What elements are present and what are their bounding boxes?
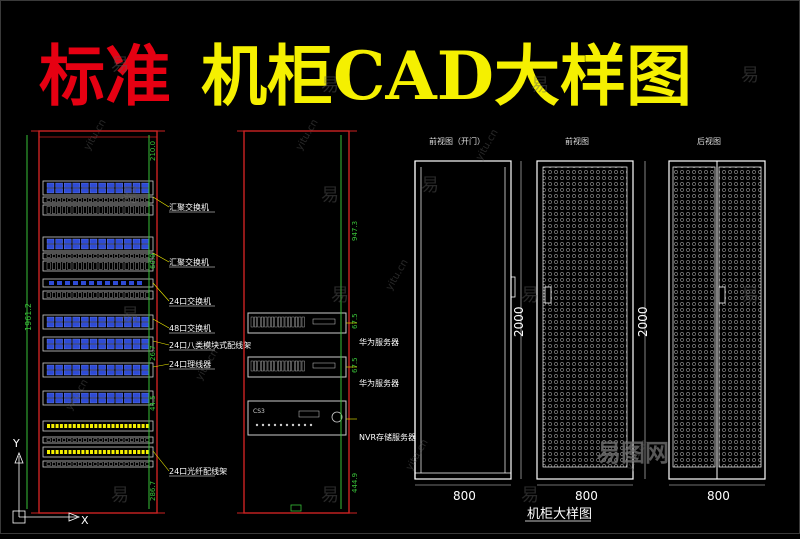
front-open-width: 800 (453, 489, 476, 503)
watermark-small-9: 易 (741, 65, 759, 86)
ucs-y-label: Y (12, 437, 20, 450)
mid-dim-b: 67.5 (351, 357, 359, 373)
left-device-12 (42, 420, 154, 432)
left-device-1 (42, 196, 154, 204)
left-dim-bottom: 286.7 (149, 481, 157, 501)
title-yellow: 机柜CAD大样图 (201, 37, 692, 115)
left-device-14 (42, 446, 154, 458)
mid-dim-a: 67.5 (351, 313, 359, 329)
front-label: 前视图 (565, 136, 589, 146)
left-dim-c: 44.5 (149, 395, 157, 411)
front-open-height: 2000 (512, 306, 526, 337)
watermark-small-8: 易 (421, 175, 439, 196)
front-height: 2000 (636, 306, 650, 337)
watermark-small-5: 易 (521, 285, 539, 306)
ucs-icon: Y X (12, 437, 89, 527)
front-width: 800 (575, 489, 598, 503)
views-caption: 机柜大样图 (527, 507, 592, 522)
left-device-15 (42, 460, 154, 468)
left-label-4: 24口八类模块式配线架 (169, 340, 251, 350)
watermark-small-1: 易 (321, 75, 339, 96)
middle-rack: CS3 (237, 130, 357, 514)
left-label-6: 24口光纤配线架 (169, 466, 227, 476)
back-view: 800 (668, 160, 766, 503)
left-rack-dims: 210.0 60.0 26.7 44.5 286.7 (149, 141, 157, 501)
watermark-small-11: 易 (111, 485, 129, 506)
left-device-13 (42, 436, 154, 444)
left-label-1: 汇聚交换机 (169, 257, 209, 267)
ucs-x-label: X (81, 514, 89, 527)
left-label-3: 48口交换机 (169, 323, 211, 333)
left-label-2: 24口交换机 (169, 296, 211, 306)
left-device-2 (42, 204, 154, 216)
back-width: 800 (707, 489, 730, 503)
middle-rack-dims: 947.3 67.5 67.5 444.9 (351, 221, 359, 493)
watermark-small-4: 易 (321, 185, 339, 206)
watermark-small-6: 易 (121, 305, 139, 326)
back-label: 后视图 (697, 136, 721, 146)
front-view: 800 2000 (536, 160, 650, 503)
left-device-9 (42, 336, 154, 352)
left-rack-labels: 汇聚交换机汇聚交换机24口交换机48口交换机24口八类模块式配线架24口理线器2… (152, 196, 251, 477)
watermark-site-6: yitu.cn (404, 438, 431, 473)
mid-dim-top: 947.3 (351, 221, 359, 241)
left-height-dim: 1961.2 (24, 303, 33, 331)
watermark-brand: 易图网 (597, 439, 669, 467)
left-device-4 (42, 252, 154, 260)
middle-rack-labels: 华为服务器 华为服务器 NVR存储服务器 (346, 322, 416, 442)
watermark-site-0: yitu.cn (82, 118, 109, 153)
left-device-11 (42, 390, 154, 406)
watermark-small-3: 易 (121, 185, 139, 206)
mid-label-nvr: NVR存储服务器 (359, 432, 416, 442)
watermark-small-7: 易 (331, 285, 349, 306)
watermark-site-1: yitu.cn (294, 118, 321, 153)
watermark-small-13: 易 (521, 485, 539, 506)
left-dim-top: 210.0 (149, 141, 157, 161)
front-open-label: 前视图（开门） (429, 136, 485, 146)
left-dim-b: 26.7 (149, 345, 157, 361)
watermark-small-2: 易 (531, 75, 549, 96)
view-labels: 前视图（开门） 前视图 后视图 (429, 136, 721, 146)
front-open-view: 800 2000 (414, 160, 526, 503)
left-device-5 (42, 260, 154, 272)
mid-label-server-2: 华为服务器 (359, 378, 399, 388)
left-device-3 (42, 236, 154, 252)
left-device-7 (42, 290, 154, 300)
left-device-8 (42, 314, 154, 330)
left-device-0 (42, 180, 154, 196)
watermark-small-10: 易 (741, 285, 759, 306)
left-label-0: 汇聚交换机 (169, 202, 209, 212)
left-rack: 1961.2 (24, 130, 165, 514)
left-dim-a: 60.0 (149, 253, 157, 269)
left-label-5: 24口理线器 (169, 359, 211, 369)
mid-dim-bottom: 444.9 (351, 473, 359, 493)
watermark-small-0: 易 (111, 55, 129, 76)
left-device-10 (42, 362, 154, 378)
title-red: 标准 (39, 37, 171, 115)
mid-label-server-1: 华为服务器 (359, 337, 399, 347)
nvr-tag: CS3 (253, 408, 265, 415)
watermark-small-12: 易 (321, 485, 339, 506)
watermark-site-2: yitu.cn (384, 258, 411, 293)
